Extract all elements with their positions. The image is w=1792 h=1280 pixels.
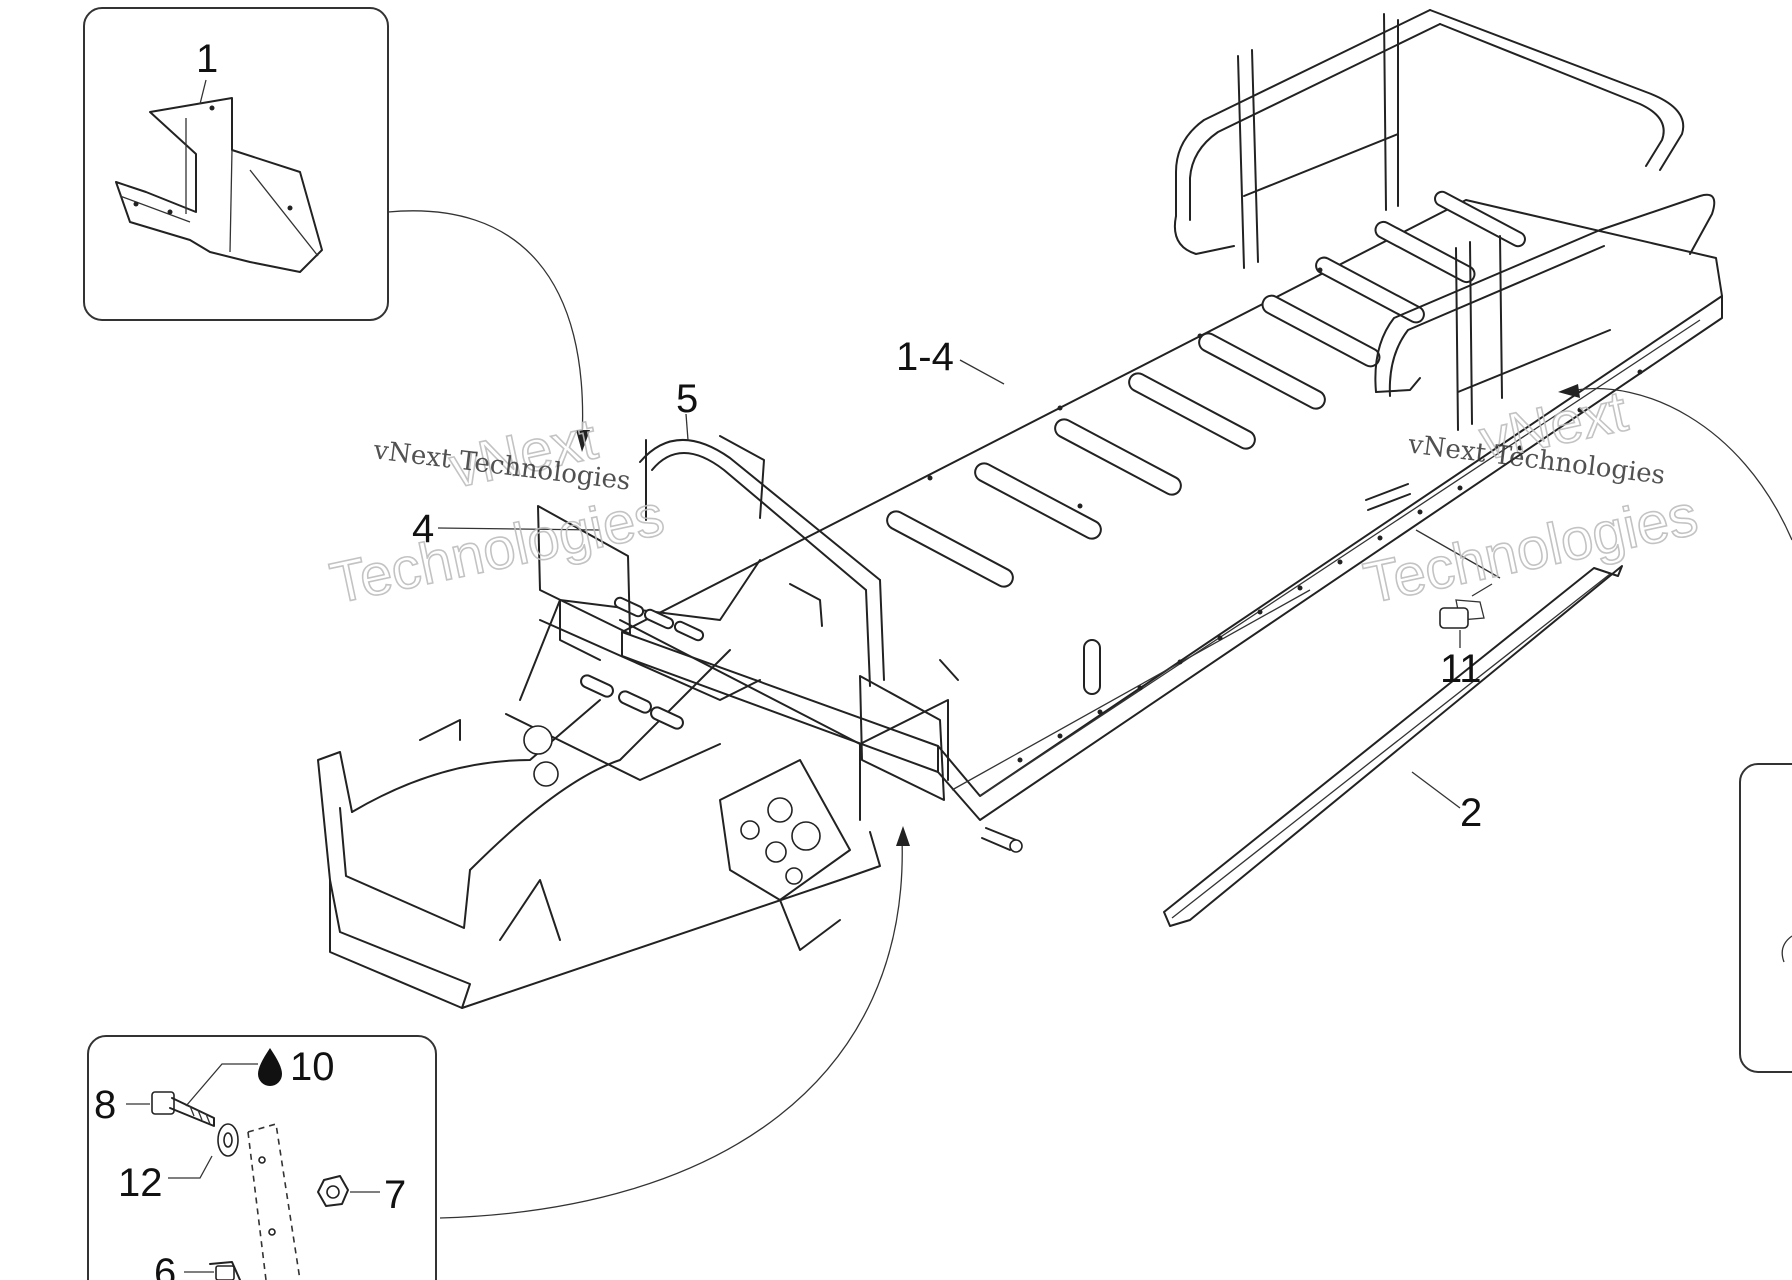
callout-1: 1	[196, 37, 218, 81]
callout-5: 5	[676, 377, 698, 421]
bracket-part-1-illustration	[115, 97, 323, 273]
callout-1-4: 1-4	[896, 335, 954, 379]
leader-1-4	[959, 359, 1005, 385]
callout-7: 7	[384, 1173, 406, 1217]
dashed-plate-illustration	[247, 1122, 301, 1280]
callout-10: 10	[290, 1045, 335, 1089]
callout-11: 11	[1440, 647, 1482, 691]
connector-arrow-1	[576, 430, 590, 452]
upright-bracket	[537, 435, 959, 801]
callout-12: 12	[118, 1161, 163, 1205]
nut-7-illustration	[317, 1175, 349, 1207]
inset-fasteners[interactable]: 8 12 10 7 6	[87, 1035, 437, 1280]
connector-line-1	[387, 210, 584, 441]
callout-2: 2	[1460, 791, 1482, 835]
shafts	[981, 483, 1411, 853]
callout-4: 4	[412, 507, 434, 551]
watermark-right: vNext Technologies vNext Technologies	[1358, 378, 1704, 617]
connector-line-2	[439, 837, 903, 1219]
part-2-skid-strip[interactable]: 2	[1163, 565, 1623, 927]
bolt-8-illustration	[151, 1091, 215, 1127]
inset-right[interactable]	[1739, 763, 1792, 1073]
front-chassis	[317, 559, 949, 1009]
watermark-left-big-2: Technologies	[325, 482, 670, 616]
leader-5	[685, 413, 689, 441]
watermark-right-big-2: Technologies	[1358, 482, 1703, 616]
callout-6: 6	[154, 1251, 176, 1280]
rivets	[927, 267, 1643, 763]
leader-4	[437, 527, 601, 531]
part-11-fastener[interactable]: 11	[1415, 529, 1501, 691]
watermark-left: vNext Technologies vNext Technologies	[324, 406, 670, 618]
bolt-6-illustration	[209, 1261, 241, 1280]
connector-line-right	[1575, 387, 1792, 541]
frame-assembly[interactable]	[317, 9, 1723, 1009]
inset-part-1[interactable]: 1	[83, 7, 389, 321]
drop-icon	[258, 1048, 282, 1086]
deck-slots	[886, 190, 1526, 695]
callout-8: 8	[94, 1083, 116, 1127]
cargo-rails	[1174, 9, 1716, 431]
